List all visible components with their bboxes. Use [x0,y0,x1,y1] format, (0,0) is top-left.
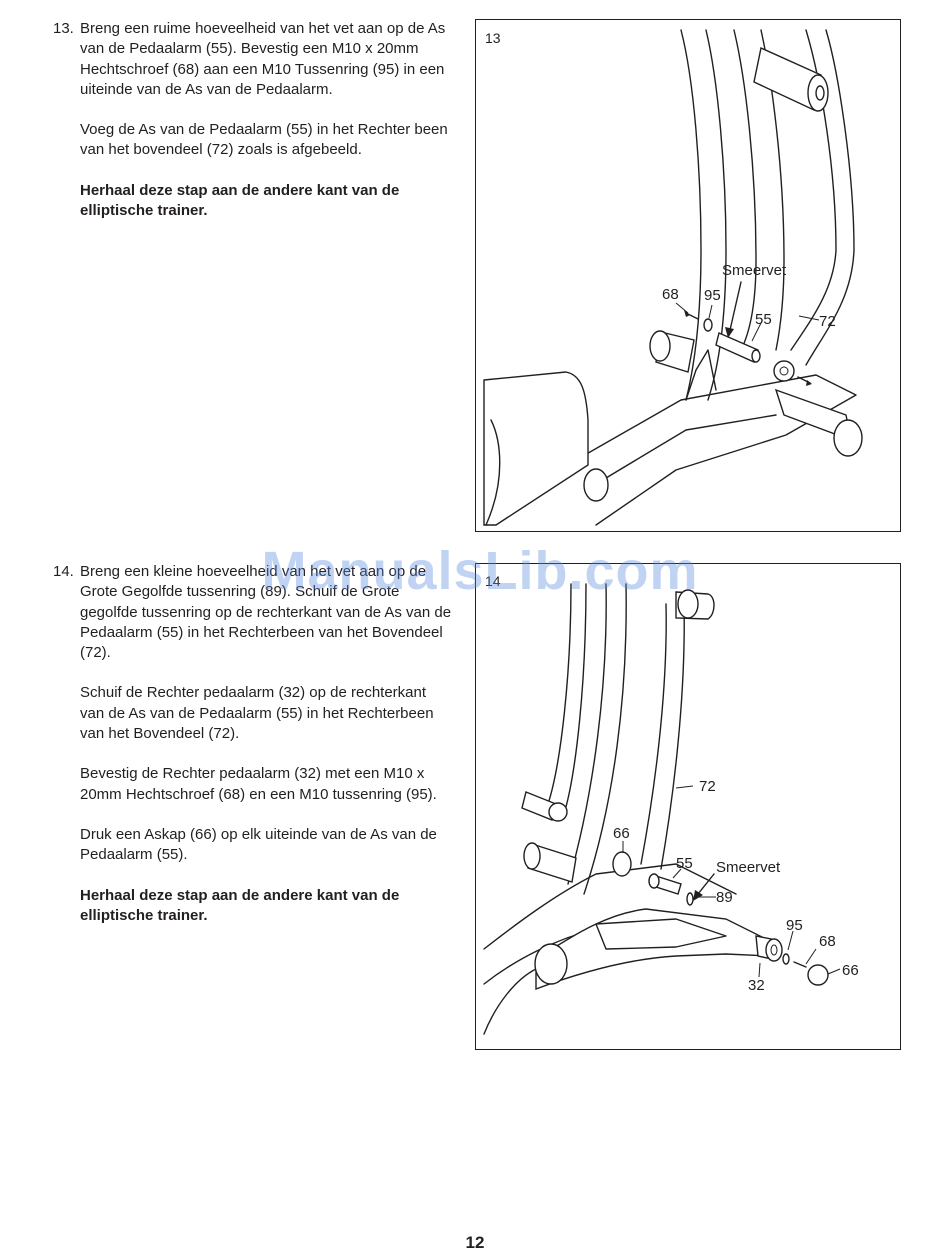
fig14-washer-95 [782,953,790,965]
fig14-leg-72-b [660,603,685,870]
fig13-side-housing [483,371,589,526]
fig14-upright-4 [583,583,627,895]
fig13-frame-beam [575,374,857,526]
fig14-pedal-arm-32 [535,908,772,991]
fig14-wave-washer-89 [686,892,694,906]
step-14-repeat-note: Herhaal deze stap aan de andere kant van… [80,886,400,924]
figure-13-label: 13 [485,30,501,46]
fig14-callout-72: 72 [699,778,716,795]
fig14-callout-grease: Smeervet [716,859,781,876]
step-14-instructions: 14. Breng een kleine hoeveelheid van het… [53,562,453,946]
fig14-callout-95: 95 [786,917,803,934]
fig14-upright-2 [563,583,587,815]
step-14-number: 14. [53,563,74,580]
fig14-callout-89: 89 [716,889,733,906]
fig13-callout-72: 72 [819,313,836,330]
fig13-leg-72-b [805,29,855,366]
fig14-axle-cap-66-left [612,851,632,877]
step-14-paragraph-2: Schuif de Rechter pedaalarm (32) op de r… [80,684,434,743]
fig14-screw-68 [793,961,807,968]
figure-13-drawing: Smeervet 68 95 55 72 [483,29,863,526]
page-number: 12 [465,1233,485,1252]
step-14-paragraph-3: Bevestig de Rechter pedaalarm (32) met e… [80,765,437,803]
fig13-upright-left-1 [680,29,702,401]
step-13-paragraph-2: Voeg de As van de Pedaalarm (55) in het … [80,121,448,159]
fig14-callout-66-left: 66 [613,825,630,842]
figure-14-drawing: 72 66 55 Smeervet 89 95 68 66 32 [483,583,859,1035]
fig14-frame-beam [483,863,737,950]
fig14-callout-55: 55 [676,855,693,872]
figure-14: 14 [475,563,901,1050]
fig13-callout-grease: Smeervet [722,262,787,279]
step-14-paragraph-1: Breng een kleine hoeveelheid van het vet… [80,563,452,662]
fig13-top-roller-cap [807,74,829,112]
fig13-callout-95: 95 [704,287,721,304]
step-13-paragraph-1: Breng een ruime hoeveelheid van het vet … [80,20,446,98]
step-13-instructions: 13. Breng een ruime hoeveelheid van het … [53,19,453,241]
fig14-callout-32: 32 [748,977,765,994]
figure-14-label: 14 [485,573,501,589]
step-13-repeat-note: Herhaal deze stap aan de andere kant van… [80,181,400,220]
fig13-upright-left-2 [705,29,727,401]
fig13-washer-95 [703,318,713,332]
fig14-leg-72-a [640,603,667,865]
fig14-axle-cap-66-right [807,964,829,986]
fig14-upright-1 [547,583,572,805]
fig14-callout-68: 68 [819,933,836,950]
step-14-paragraph-4: Druk een Askap (66) op elk uiteinde van … [80,825,437,864]
fig13-wheel [583,468,609,502]
figure-13: 13 [475,19,901,532]
fig13-upright-right-1 [733,29,757,351]
fig13-callout-68: 68 [662,286,679,303]
fig14-callout-66-right: 66 [842,962,859,979]
step-13-number: 13. [53,20,74,37]
fig14-upright-3 [567,583,607,885]
watermark: ManualsLib.com [261,541,699,601]
fig13-callout-55: 55 [755,311,772,328]
